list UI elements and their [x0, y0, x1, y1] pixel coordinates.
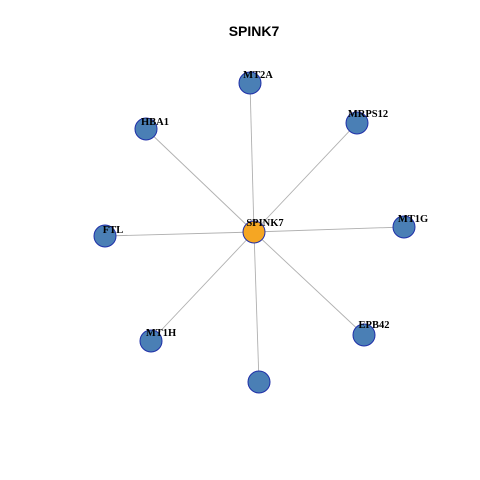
- edge-spink7-mt2a: [249, 82, 255, 233]
- node-label-mt1g: MT1G: [398, 214, 428, 225]
- edge-spink7-epb42: [253, 231, 365, 336]
- edge-spink7-mrps12: [253, 122, 358, 233]
- node-label-mrps12: MRPS12: [348, 109, 388, 120]
- edge-spink7-unlabeled: [253, 231, 260, 383]
- edge-spink7-hba1: [145, 128, 255, 233]
- node-label-mt1h: MT1H: [146, 328, 176, 339]
- node-label-epb42: EPB42: [359, 320, 390, 331]
- node-mt1g: [392, 215, 416, 239]
- node-label-ftl: FTL: [103, 225, 123, 236]
- edge-layer: [104, 82, 405, 383]
- node-mrps12: [345, 111, 369, 135]
- node-label-mt2a: MT2A: [243, 70, 273, 81]
- node-ftl: [93, 224, 117, 248]
- edge-spink7-ftl: [104, 231, 255, 237]
- node-label-spink7: SPINK7: [246, 218, 283, 229]
- node-hba1: [134, 117, 158, 141]
- node-mt2a: [238, 71, 262, 95]
- edge-spink7-mt1g: [253, 226, 405, 233]
- diagram-title: SPINK7: [229, 23, 280, 39]
- edge-spink7-mt1h: [150, 231, 255, 342]
- node-mt1h: [139, 329, 163, 353]
- node-layer: [93, 71, 416, 394]
- node-unlabeled: [247, 370, 271, 394]
- node-label-hba1: HBA1: [141, 117, 169, 128]
- center-node-spink7: [242, 220, 266, 244]
- node-epb42: [352, 323, 376, 347]
